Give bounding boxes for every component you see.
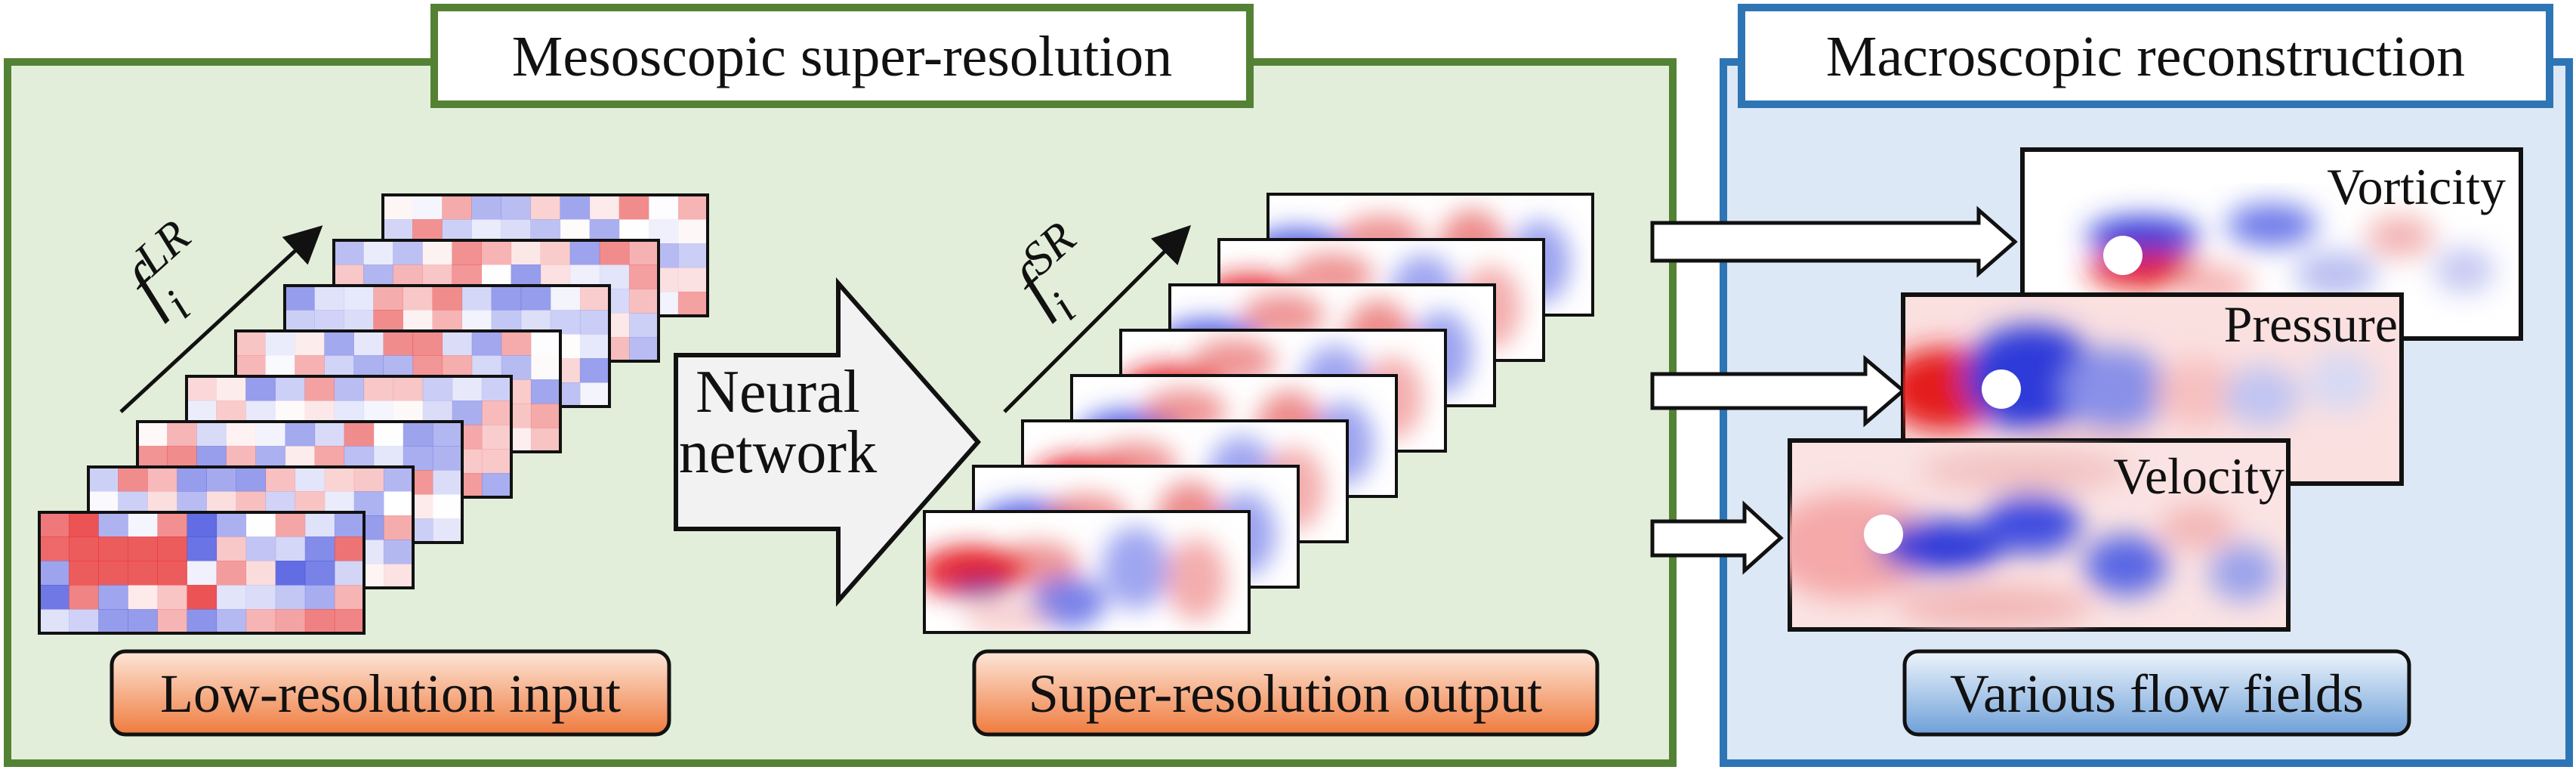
flow-fields-label: Various flow fields: [1950, 663, 2364, 724]
flow-fields-label-box: Various flow fields: [1902, 649, 2411, 737]
mesoscopic-title-box: [430, 4, 1254, 108]
low-res-index-arrow: [119, 225, 323, 413]
macroscopic-title: Macroscopic reconstruction: [1826, 25, 2465, 88]
super-resolution-frame-stack: [923, 193, 1594, 634]
low-res-label: Low-resolution input: [160, 663, 621, 724]
transfer-arrow-vorticity: [1650, 206, 2018, 278]
low-resolution-frame-stack: [38, 193, 709, 635]
super-res-label: Super-resolution output: [1029, 663, 1542, 724]
neural-network-label-line1: Neural: [696, 359, 860, 425]
low-res-label-box: Low-resolution input: [110, 649, 671, 737]
velocity-field: Velocity: [1788, 438, 2291, 632]
velocity-label: Velocity: [2113, 447, 2284, 505]
super-res-frame: [923, 510, 1251, 634]
transfer-arrows: [1650, 206, 2018, 575]
transfer-arrow-velocity: [1650, 500, 1784, 575]
transfer-arrow-pressure: [1650, 354, 1906, 428]
mesoscopic-title: Mesoscopic super-resolution: [512, 25, 1172, 88]
neural-network-label-line2: network: [679, 419, 877, 486]
low-res-frame: [38, 511, 366, 635]
pressure-label: Pressure: [2224, 295, 2398, 353]
macroscopic-title-box: [1738, 4, 2553, 108]
super-res-index-arrow: [1003, 224, 1192, 413]
vorticity-label: Vorticity: [2327, 158, 2506, 215]
neural-network-arrow: Neural network: [674, 277, 981, 607]
super-res-label-box: Super-resolution output: [972, 649, 1600, 737]
